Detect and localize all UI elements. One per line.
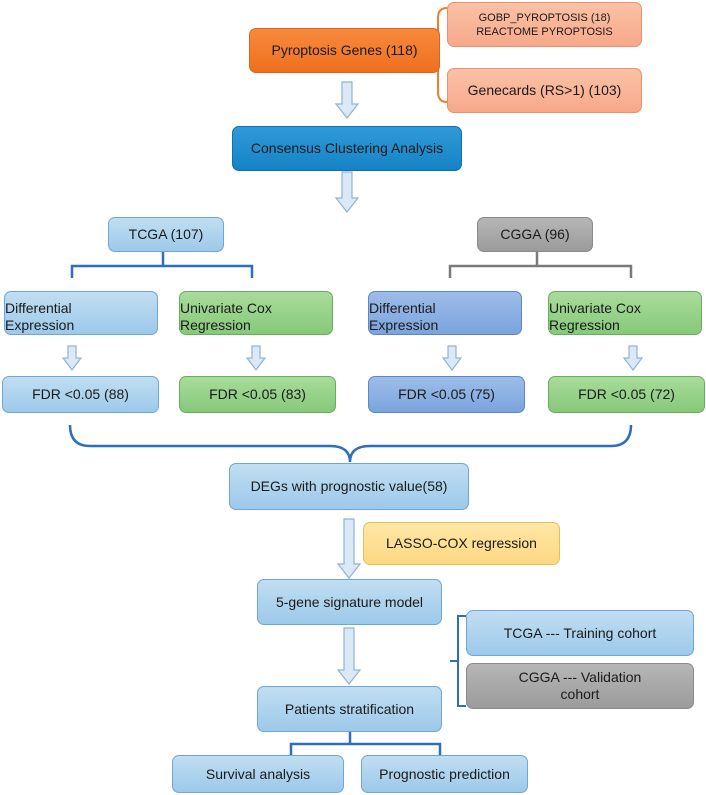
arrow-degs-to-signature bbox=[336, 518, 362, 579]
tcga-cox-fdr-label: FDR <0.05 (83) bbox=[209, 386, 306, 402]
validation-cohort-box: CGGA --- Validation cohort bbox=[466, 663, 694, 709]
survival-analysis-label: Survival analysis bbox=[205, 765, 311, 782]
cgga-de-fdr-box: FDR <0.05 (75) bbox=[368, 376, 525, 413]
consensus-clustering-box: Consensus Clustering Analysis bbox=[232, 126, 462, 171]
cgga-differential-expression-box: Differential Expression bbox=[368, 291, 522, 335]
regression-label: Regression bbox=[549, 317, 620, 333]
tcga-univariate-cox-box: Univariate Cox Regression bbox=[179, 291, 333, 335]
merge-bracket bbox=[68, 424, 633, 463]
arrow-tcga-de bbox=[61, 345, 83, 371]
down-arrows bbox=[61, 81, 644, 685]
differential-label: Differential bbox=[369, 300, 436, 316]
degs-prognostic-box: DEGs with prognostic value(58) bbox=[229, 463, 469, 510]
survival-analysis-box: Survival analysis bbox=[172, 755, 344, 793]
gobp-reactome-box: GOBP_PYROPTOSIS (18) REACTOME PYROPTOSIS bbox=[447, 2, 642, 47]
genecards-box: Genecards (RS>1) (103) bbox=[447, 68, 642, 113]
tcga-box: TCGA (107) bbox=[108, 217, 224, 252]
pyroptosis-genes-label: Pyroptosis Genes (118) bbox=[271, 42, 418, 58]
tcga-differential-expression-box: Differential Expression bbox=[4, 291, 158, 335]
training-cohort-box: TCGA --- Training cohort bbox=[466, 610, 694, 656]
validation-cohort-label-line1: CGGA --- Validation bbox=[518, 669, 642, 685]
differential-label: Differential bbox=[5, 300, 72, 316]
training-cohort-label: TCGA --- Training cohort bbox=[503, 624, 657, 641]
signature-model-label: 5-gene signature model bbox=[275, 593, 424, 610]
prognostic-prediction-box: Prognostic prediction bbox=[361, 755, 528, 793]
univariate-cox-label: Univariate Cox bbox=[549, 300, 641, 316]
gobp-label: GOBP_PYROPTOSIS (18) bbox=[478, 11, 611, 24]
arrow-signature-to-stratification bbox=[336, 627, 362, 685]
cgga-cox-fdr-label: FDR <0.05 (72) bbox=[578, 386, 675, 402]
cohort-bracket bbox=[450, 615, 466, 707]
validation-cohort-label-line2: cohort bbox=[560, 686, 600, 702]
tcga-bracket bbox=[70, 252, 254, 278]
arrow-cgga-de bbox=[441, 345, 463, 371]
cgga-box: CGGA (96) bbox=[477, 217, 593, 252]
degs-prognostic-label: DEGs with prognostic value(58) bbox=[250, 478, 448, 494]
cgga-de-fdr-label: FDR <0.05 (75) bbox=[398, 386, 495, 402]
genecards-label: Genecards (RS>1) (103) bbox=[467, 82, 622, 98]
arrow-genes-to-consensus bbox=[334, 81, 360, 119]
cgga-univariate-cox-box: Univariate Cox Regression bbox=[548, 291, 702, 335]
tcga-cox-fdr-box: FDR <0.05 (83) bbox=[179, 376, 336, 413]
prognostic-prediction-label: Prognostic prediction bbox=[379, 765, 510, 782]
lasso-cox-label: LASSO-COX regression bbox=[386, 535, 537, 551]
cgga-cox-fdr-box: FDR <0.05 (72) bbox=[548, 376, 705, 413]
arrow-cgga-cox bbox=[622, 345, 644, 371]
consensus-clustering-label: Consensus Clustering Analysis bbox=[250, 140, 444, 156]
expression-label: Expression bbox=[369, 317, 439, 333]
patients-stratification-label: Patients stratification bbox=[284, 700, 415, 717]
lasso-cox-box: LASSO-COX regression bbox=[363, 522, 560, 565]
tcga-de-fdr-box: FDR <0.05 (88) bbox=[2, 376, 159, 413]
arrow-consensus-to-cohorts bbox=[334, 171, 360, 213]
signature-model-box: 5-gene signature model bbox=[257, 579, 442, 625]
pyroptosis-genes-box: Pyroptosis Genes (118) bbox=[249, 28, 440, 73]
reactome-label: REACTOME PYROPTOSIS bbox=[476, 25, 613, 38]
patients-stratification-box: Patients stratification bbox=[257, 686, 442, 732]
univariate-cox-label: Univariate Cox bbox=[180, 300, 272, 316]
expression-label: Expression bbox=[5, 317, 75, 333]
output-bracket bbox=[289, 730, 442, 756]
arrow-tcga-cox bbox=[245, 345, 267, 371]
cgga-bracket bbox=[448, 252, 633, 278]
regression-label: Regression bbox=[180, 317, 251, 333]
tcga-label: TCGA (107) bbox=[128, 226, 204, 242]
cgga-label: CGGA (96) bbox=[500, 226, 570, 242]
tcga-de-fdr-label: FDR <0.05 (88) bbox=[32, 386, 129, 402]
